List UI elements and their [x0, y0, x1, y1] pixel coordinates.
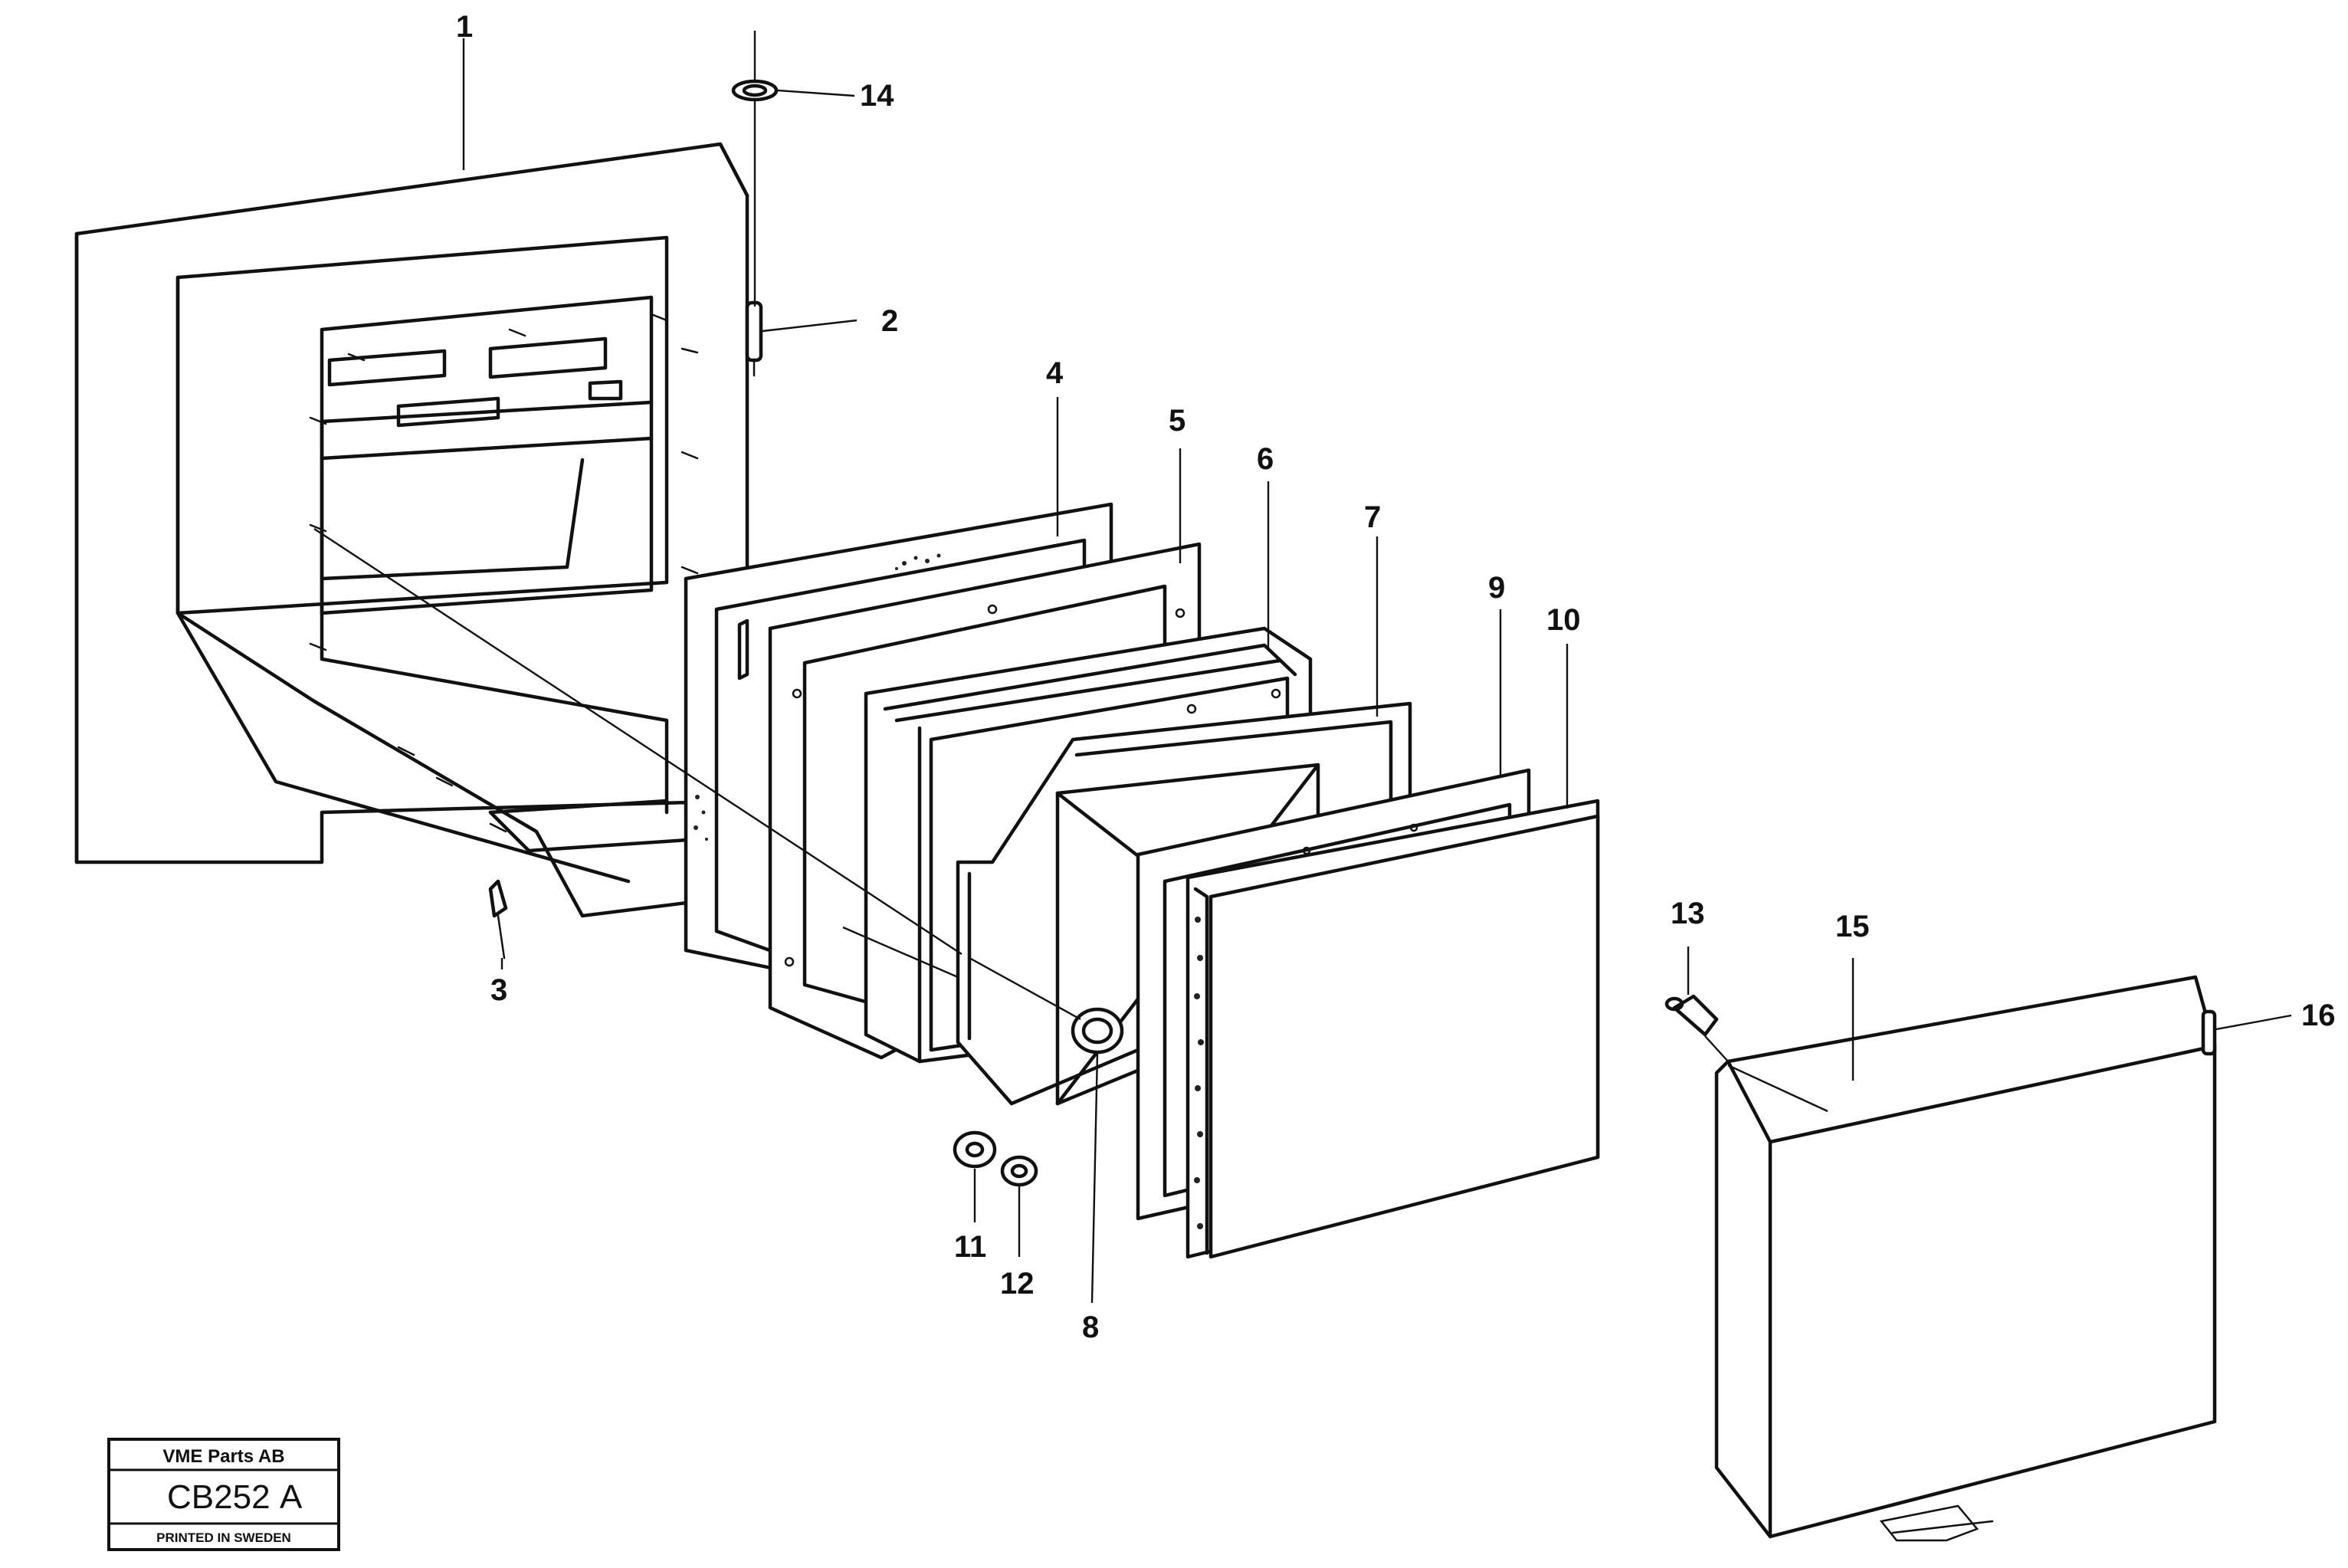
part-3-screw — [488, 879, 508, 959]
title-block-revision: A — [280, 1478, 303, 1516]
callout-14: 14 — [860, 79, 894, 113]
callout-15: 15 — [1835, 910, 1870, 943]
callout-11: 11 — [954, 1230, 986, 1264]
part-16-side-knob — [2201, 1009, 2217, 1056]
callout-8: 8 — [1082, 1310, 1099, 1344]
callout-6: 6 — [1257, 442, 1274, 476]
title-block-company: VME Parts AB — [162, 1446, 284, 1467]
callout-9: 9 — [1488, 571, 1505, 605]
callout-2: 2 — [881, 304, 898, 338]
part-1-housing — [74, 142, 861, 918]
callout-4: 4 — [1046, 356, 1064, 390]
part-2-latch — [745, 300, 763, 377]
callout-labels: 1 2 3 4 5 6 7 8 9 10 11 12 13 14 15 16 — [456, 10, 2336, 1344]
callout-3: 3 — [490, 973, 507, 1007]
title-block: VME Parts AB CB252 A PRINTED IN SWEDEN — [107, 1438, 340, 1551]
callout-10: 10 — [1546, 603, 1581, 637]
callout-13: 13 — [1671, 897, 1705, 930]
part-11-washer — [953, 1130, 997, 1222]
callout-5: 5 — [1169, 404, 1185, 438]
title-block-printed: PRINTED IN SWEDEN — [156, 1530, 291, 1545]
part-8-knob — [969, 956, 1124, 1304]
callout-12: 12 — [1000, 1267, 1035, 1301]
part-14-grommet — [731, 31, 779, 307]
callout-7: 7 — [1364, 500, 1381, 534]
part-15-cover — [1714, 975, 2217, 1542]
part-10-filter-pad — [1185, 799, 1600, 1259]
part-12-nut — [1000, 1155, 1038, 1257]
part-13-plug — [1664, 994, 1729, 1062]
callout-1: 1 — [456, 10, 473, 44]
title-block-drawing-no: CB252 — [167, 1478, 271, 1516]
callout-16: 16 — [2301, 999, 2336, 1032]
leader-lines — [313, 38, 2292, 1081]
